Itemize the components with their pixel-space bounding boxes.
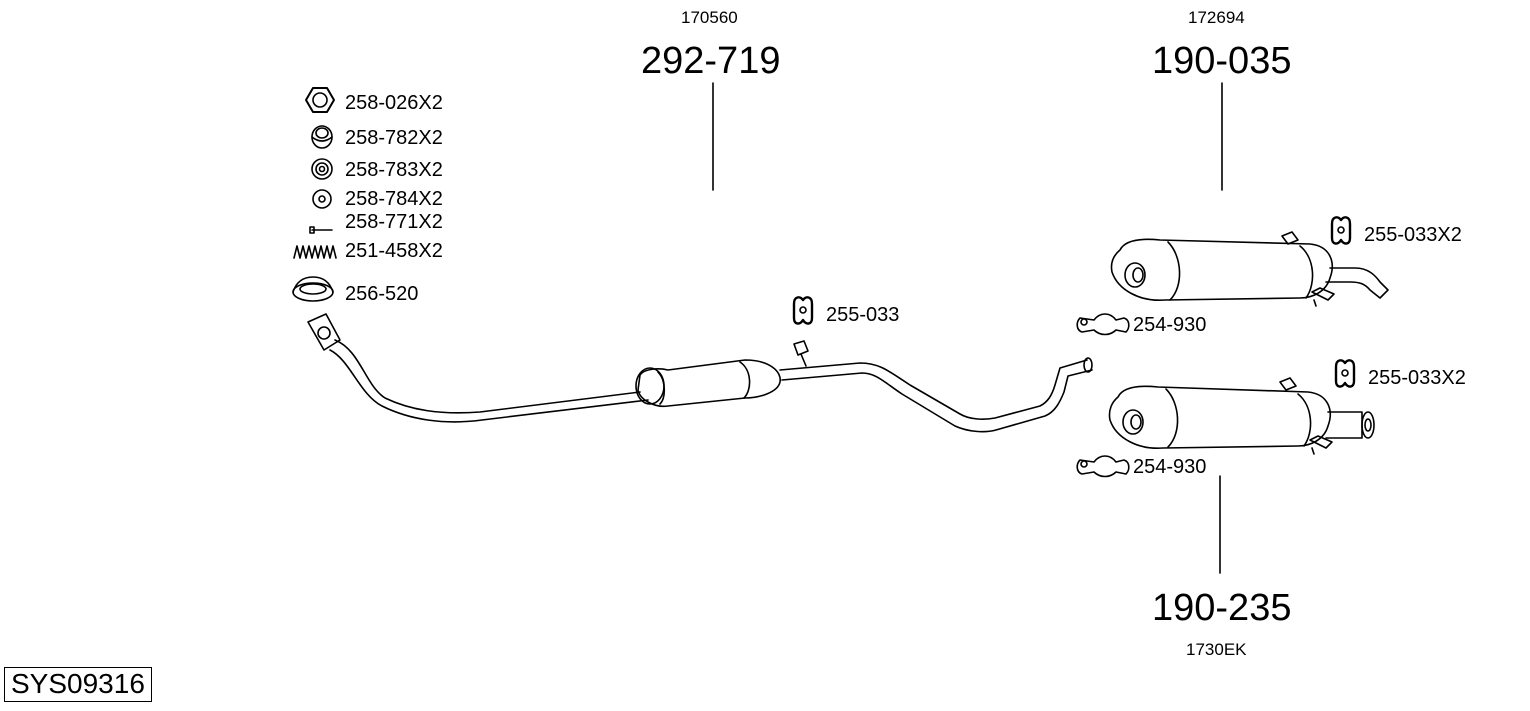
bolt-icon [309,226,333,234]
rubber-hanger-icon [792,296,814,325]
front-pipe [329,339,649,423]
flat-washer-icon [312,189,332,209]
rear-silencer-lower [1108,377,1375,455]
lower-clamp-label[interactable]: 254-930 [1133,456,1207,478]
fitting-label-bolt[interactable]: 258-771X2 [345,211,443,233]
hex-nut-icon [305,87,335,113]
mid-hanger-label[interactable]: 255-033 [826,304,900,326]
rear-upper-part-number[interactable]: 190-035 [1152,40,1292,82]
upper-clamp-label[interactable]: 254-930 [1133,314,1207,336]
mid-pipe [779,340,1093,433]
front-flange [307,313,341,351]
rubber-hanger-icon-upper [1330,216,1352,245]
middle-silencer [635,359,781,408]
fitting-label-gasket[interactable]: 256-520 [345,283,419,305]
rear-lower-part-number[interactable]: 190-235 [1152,587,1292,629]
fitting-label-nut[interactable]: 258-026X2 [345,92,443,114]
cup-washer-icon [311,158,333,180]
lower-hanger-label[interactable]: 255-033X2 [1368,367,1466,389]
mid-section-ref: 170560 [681,8,738,27]
rear-silencer-upper [1110,231,1389,307]
mid-section-part-number[interactable]: 292-719 [641,40,781,82]
upper-hanger-label[interactable]: 255-033X2 [1364,224,1462,246]
clamp-icon-lower [1076,455,1130,478]
fitting-label-flat-washer[interactable]: 258-784X2 [345,188,443,210]
spring-washer-icon [311,125,333,149]
rear-upper-ref: 172694 [1188,8,1245,27]
gasket-ring-icon [292,276,334,302]
fitting-label-spring-washer[interactable]: 258-782X2 [345,127,443,149]
system-code-box: SYS09316 [4,667,152,702]
rubber-hanger-icon-lower [1334,359,1356,388]
fitting-label-spring[interactable]: 251-458X2 [345,240,443,262]
clamp-icon-upper [1076,313,1130,336]
spring-icon [293,245,337,259]
rear-lower-ref: 1730EK [1186,640,1247,659]
fitting-label-cup-washer[interactable]: 258-783X2 [345,159,443,181]
